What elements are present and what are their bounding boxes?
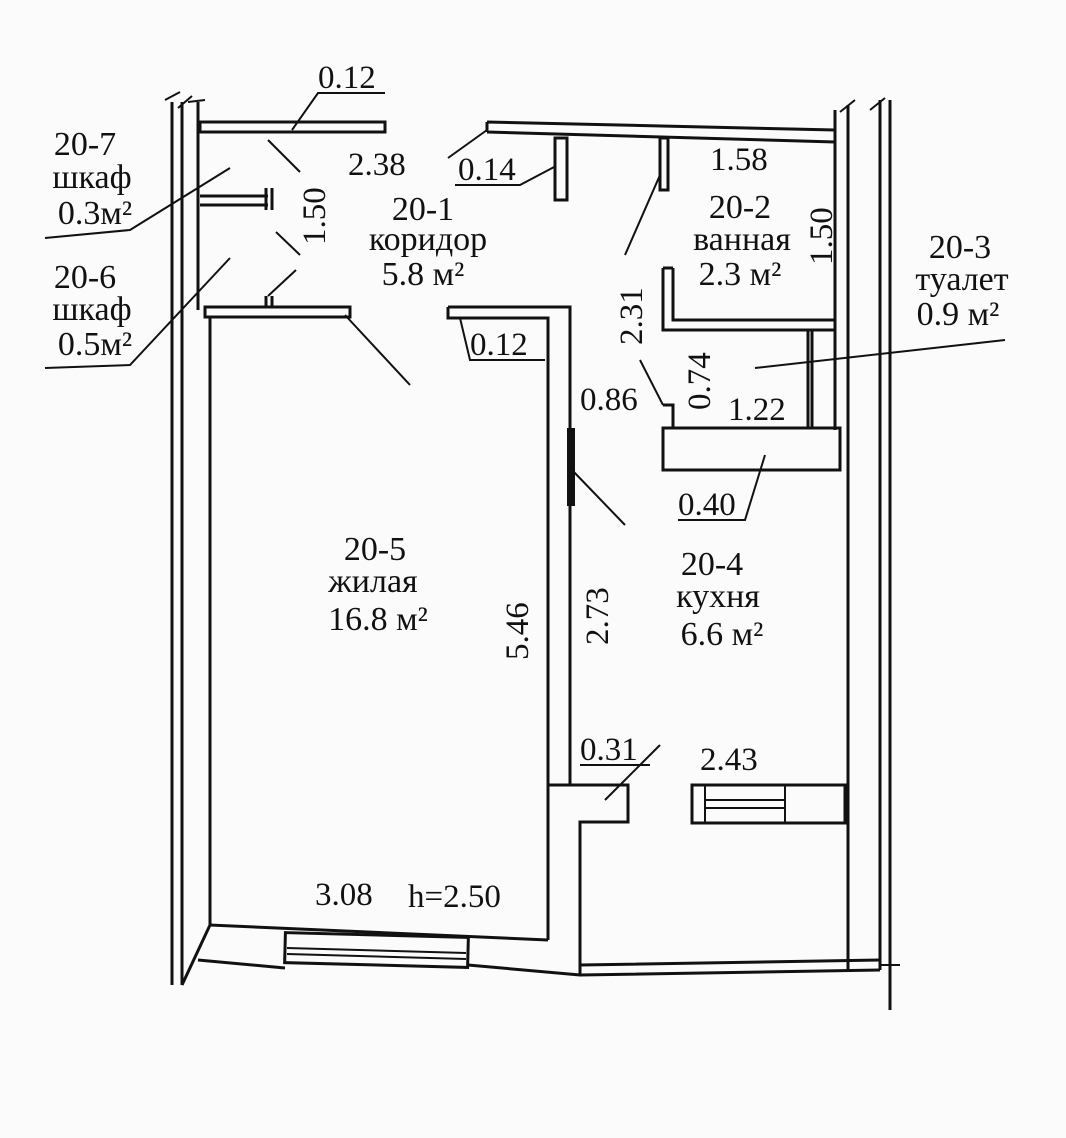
room-20-4-name: кухня [676, 578, 760, 615]
kitchen-door [567, 428, 575, 506]
dimension-labels: 0.12 2.38 0.14 1.58 1.50 1.50 0.12 2.31 … [297, 60, 840, 915]
dim-0-74: 0.74 [682, 352, 718, 410]
room-20-3-name: туалет [915, 261, 1008, 298]
room-20-4-id: 20-4 [681, 546, 743, 583]
living-window [283, 931, 470, 969]
dim-0-31: 0.31 [580, 732, 638, 768]
room-20-5-name: жилая [327, 563, 418, 600]
dim-5-46: 5.46 [500, 602, 536, 660]
dim-2-73: 2.73 [580, 587, 616, 645]
right-exterior-wall [833, 100, 892, 1010]
dim-2-43: 2.43 [700, 742, 758, 778]
room-20-1-name: коридор [369, 221, 487, 258]
living-window-sash [286, 947, 467, 960]
bathroom-bottom-wall [661, 266, 835, 332]
walls [164, 91, 900, 1010]
living-right-wall [446, 305, 572, 940]
room-20-1-area: 5.8 м² [382, 256, 465, 293]
room-20-2-area: 2.3 м² [699, 256, 782, 293]
ceiling-height: h=2.50 [408, 879, 501, 915]
dim-1-58: 1.58 [710, 142, 768, 178]
room-20-5-area: 16.8 м² [328, 601, 428, 638]
left-exterior-wall [170, 102, 212, 985]
dim-0-12-top: 0.12 [318, 60, 376, 96]
room-20-6-id: 20-6 [54, 259, 116, 296]
kitchen-window-sash [704, 785, 786, 823]
room-20-3-id: 20-3 [929, 229, 991, 266]
room-labels: 20-1 коридор 5.8 м² 20-2 ванная 2.3 м² 2… [52, 126, 1008, 653]
dim-0-12-mid: 0.12 [470, 327, 528, 363]
kitchen-bottom-left-wall [546, 783, 630, 975]
room-20-2-name: ванная [693, 221, 791, 258]
dim-1-50-bath: 1.50 [804, 207, 840, 265]
partition-stub-2 [658, 136, 670, 192]
dim-1-22: 1.22 [728, 392, 786, 428]
partition-stub-1 [553, 136, 569, 202]
wall-break-mark-left [164, 91, 206, 109]
living-top-wall [203, 305, 352, 319]
closet-top-wall [198, 120, 387, 134]
room-20-6-area: 0.5м² [58, 326, 132, 363]
dim-2-38: 2.38 [348, 147, 406, 183]
kitchen-window [690, 783, 847, 825]
dim-0-86: 0.86 [580, 382, 638, 418]
room-20-7-name: шкаф [52, 159, 131, 196]
dim-0-40: 0.40 [678, 487, 736, 523]
room-20-7-area: 0.3м² [58, 195, 132, 232]
room-20-7-id: 20-7 [54, 126, 116, 163]
closet-divider [264, 296, 274, 307]
kitchen-top-wall [661, 426, 842, 472]
room-20-4-area: 6.6 м² [681, 616, 764, 653]
toilet-door-jamb [663, 403, 675, 428]
room-20-5-id: 20-5 [344, 531, 406, 568]
closet-shelf [200, 188, 274, 210]
dim-2-31: 2.31 [614, 287, 650, 345]
wall-break-mark-right [839, 97, 900, 966]
dim-0-14: 0.14 [458, 152, 516, 188]
dim-1-50-closet: 1.50 [297, 187, 333, 245]
room-20-2-id: 20-2 [709, 189, 771, 226]
room-20-1-id: 20-1 [392, 191, 454, 228]
room-20-6-name: шкаф [52, 291, 131, 328]
living-bottom-wall [180, 923, 881, 986]
room-20-3-area: 0.9 м² [917, 296, 1000, 333]
dim-3-08: 3.08 [315, 877, 373, 913]
leader-lines [44, 92, 1006, 801]
toilet-partition [806, 330, 814, 428]
